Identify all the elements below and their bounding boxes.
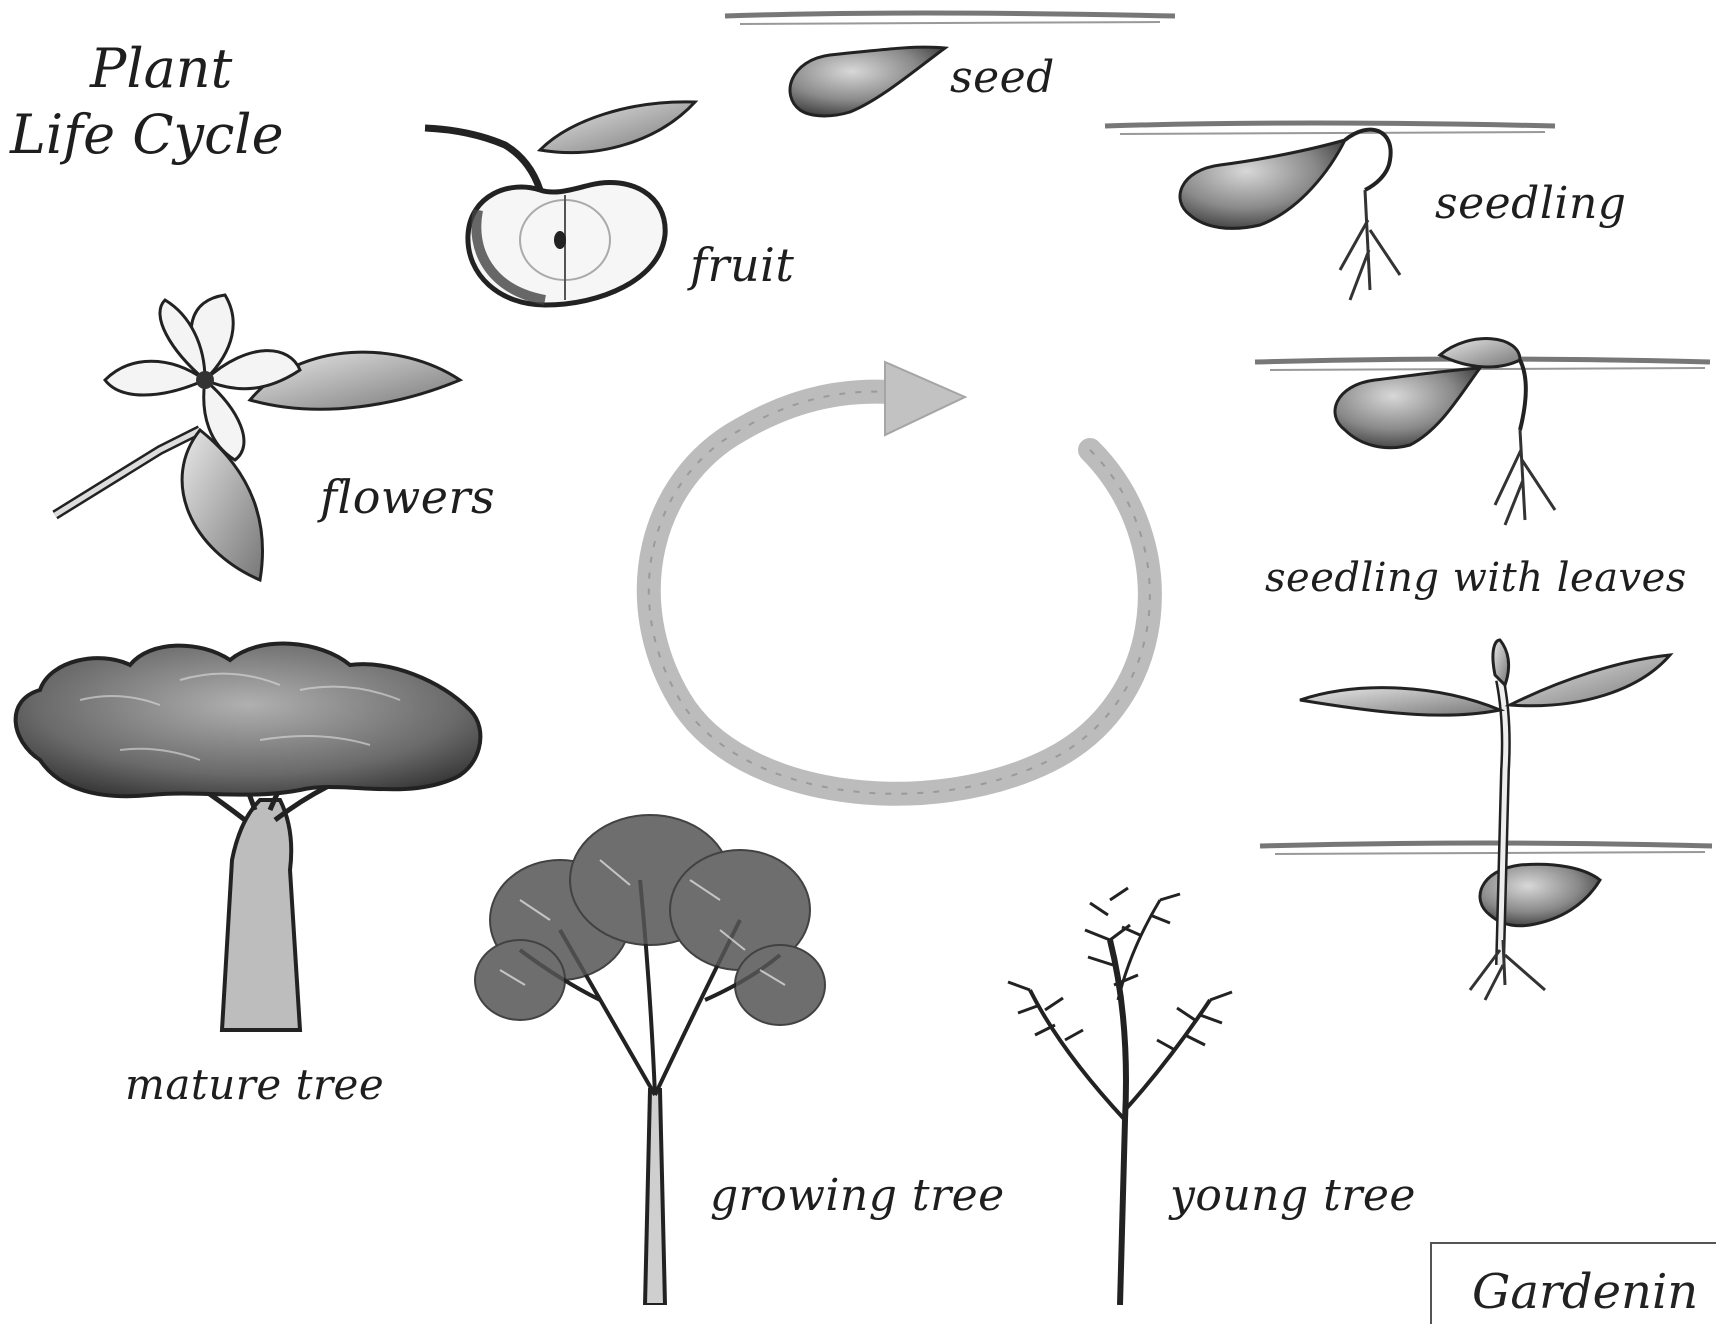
diagram-title: Plant Life Cycle <box>10 36 284 168</box>
title-line-2: Life Cycle <box>10 102 284 168</box>
label-seed: seed <box>950 52 1055 103</box>
label-seedling: seedling <box>1435 178 1626 229</box>
label-growing-tree: growing tree <box>710 1170 1005 1221</box>
seed-illustration <box>790 47 945 116</box>
soil-line-sprout <box>1260 843 1712 854</box>
growing-tree-illustration <box>475 815 825 1305</box>
brand-logo-text: Gardenin <box>1472 1264 1698 1320</box>
seedling-with-leaves-illustration <box>1335 339 1555 525</box>
label-young-tree: young tree <box>1170 1170 1416 1221</box>
sprout-illustration <box>1300 640 1670 1000</box>
label-fruit: fruit <box>690 238 794 292</box>
brand-logo: Gardenin <box>1430 1242 1716 1324</box>
mature-tree-illustration <box>16 644 481 1030</box>
cycle-arrow <box>649 362 1150 794</box>
label-mature-tree: mature tree <box>125 1060 384 1109</box>
label-flowers: flowers <box>320 470 495 524</box>
soil-line-seed <box>725 13 1175 24</box>
seedling-illustration <box>1180 130 1400 300</box>
soil-line-seedling <box>1105 123 1555 134</box>
label-seedling-with-leaves: seedling with leaves <box>1265 555 1687 601</box>
young-tree-illustration <box>1008 888 1232 1305</box>
flowers-illustration <box>55 295 460 580</box>
title-line-1: Plant <box>10 36 284 102</box>
fruit-illustration <box>425 102 695 305</box>
